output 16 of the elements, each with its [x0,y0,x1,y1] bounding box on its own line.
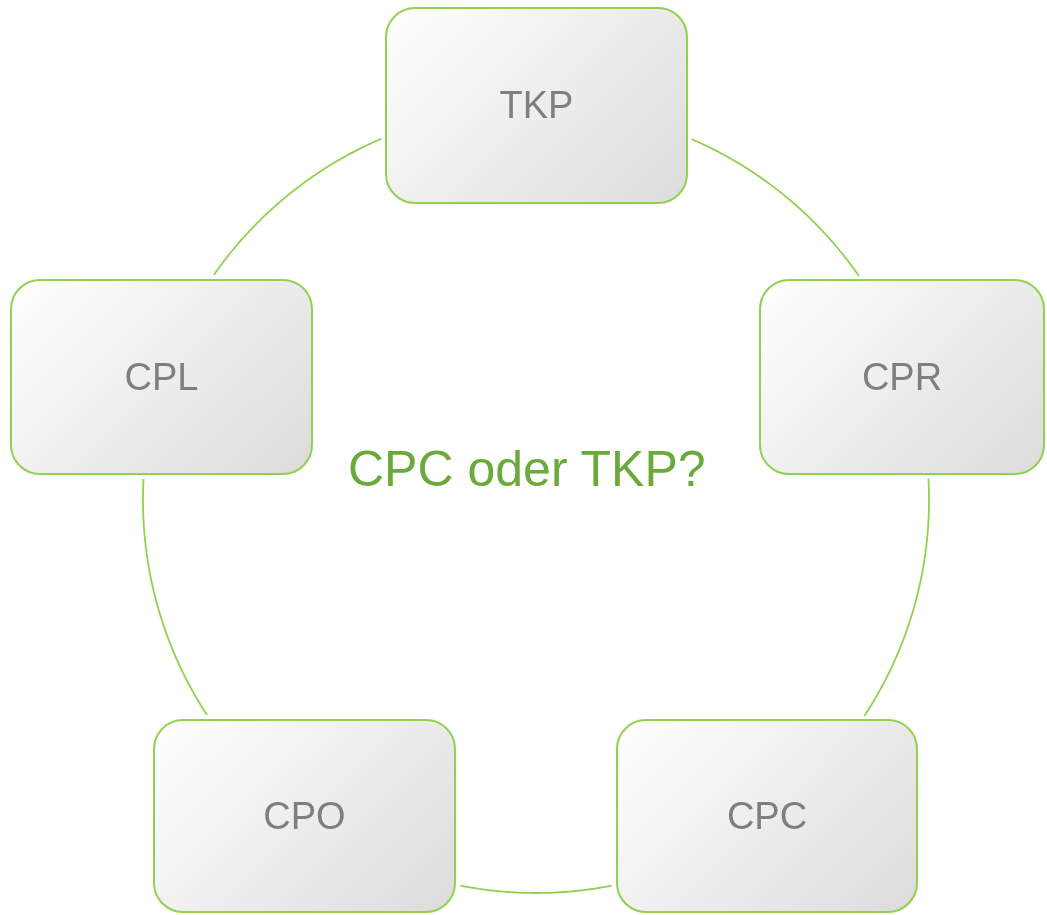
center-question: CPC oder TKP? [348,440,706,498]
node-label: TKP [499,84,574,127]
rounded-box [385,7,688,204]
node-label: CPO [263,794,346,838]
connector-arc [142,478,208,716]
connector-arc [459,884,613,894]
rounded-box [10,279,313,475]
connector-arc [863,477,930,717]
connector-arc [691,138,860,277]
node-label: CPR [861,355,943,399]
node-label: CPL [124,355,199,399]
node-label: CPC [726,794,808,838]
rounded-box [616,719,918,913]
rounded-box [153,719,456,913]
connector-arc [213,137,383,276]
rounded-box [759,279,1045,475]
